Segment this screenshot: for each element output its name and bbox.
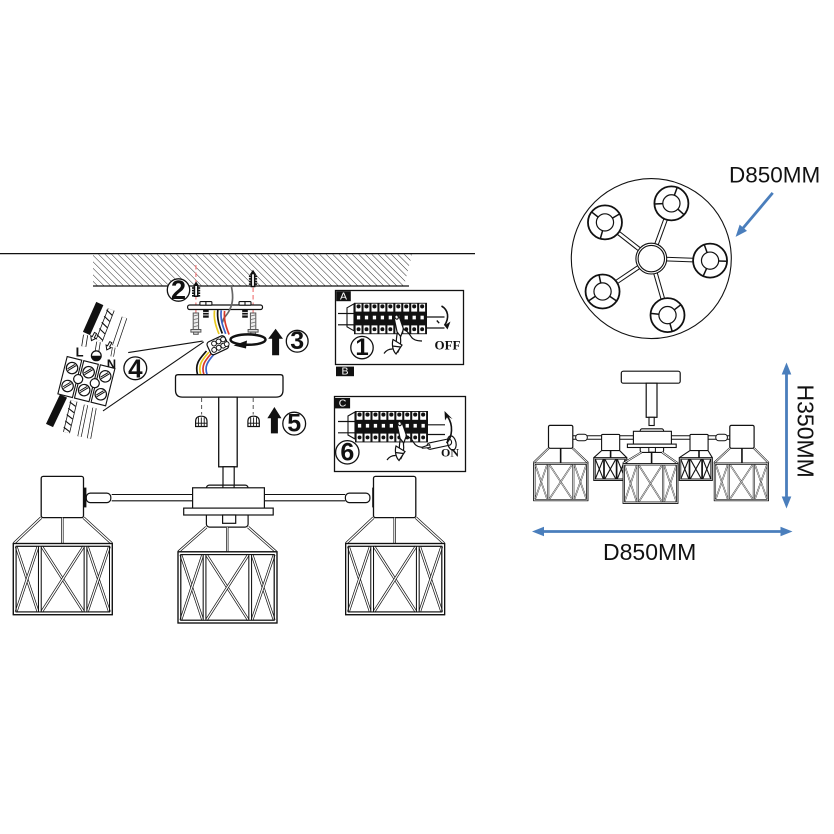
svg-text:4: 4 xyxy=(128,353,143,383)
svg-text:L: L xyxy=(76,345,84,360)
svg-text:H350MM: H350MM xyxy=(793,385,819,478)
svg-text:A: A xyxy=(340,291,347,303)
svg-text:1: 1 xyxy=(355,334,368,361)
svg-text:N: N xyxy=(107,357,116,372)
svg-text:6: 6 xyxy=(340,438,354,466)
svg-text:OFF: OFF xyxy=(435,337,461,352)
svg-text:B: B xyxy=(341,366,348,378)
svg-text:3: 3 xyxy=(290,327,304,355)
svg-text:5: 5 xyxy=(287,410,301,438)
svg-text:2: 2 xyxy=(171,275,186,305)
svg-text:D850MM: D850MM xyxy=(603,539,696,565)
svg-text:ON: ON xyxy=(441,445,459,459)
svg-text:D850MM: D850MM xyxy=(729,163,820,188)
svg-text:C: C xyxy=(339,398,347,410)
